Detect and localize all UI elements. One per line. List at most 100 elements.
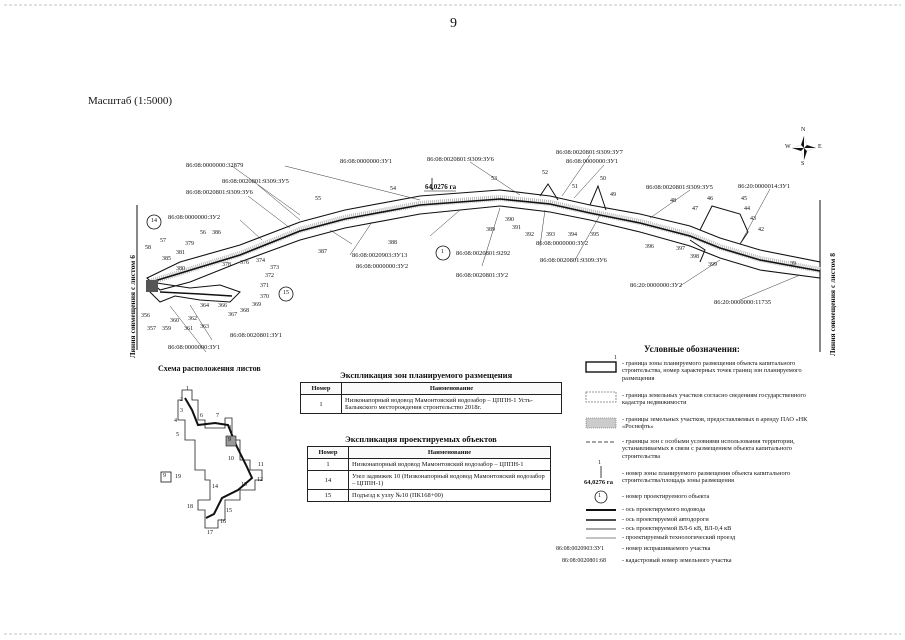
zone-notch-c (699, 205, 749, 245)
parcel-label: 86:08:0020801:9309:ЗУ6 (427, 156, 494, 163)
sheet-join-left: Линия совмещения с листом 6 (128, 255, 137, 358)
point-number: 360 (170, 318, 179, 324)
sheet-number: 2 (180, 397, 183, 403)
parcel-label: 86:08:0020801:ЗУ1 (230, 332, 283, 339)
point-number: 42 (758, 227, 764, 233)
sheet-number: 14 (212, 484, 218, 490)
parcel-label: 86:08:0020801:ЗУ2 (456, 272, 509, 279)
legend-item: - проектируемый технологический проезд (622, 534, 736, 541)
object-marker-15: 15 (283, 290, 289, 296)
cell: 15 (307, 489, 349, 502)
compass-w: W (785, 144, 791, 150)
cell: Низконапорный водовод Мамонтовский водоз… (341, 394, 562, 414)
parcel-label: 86:08:0000000:ЗУ2 (168, 214, 221, 221)
leader-lines (169, 154, 801, 353)
point-number: 361 (184, 326, 193, 332)
col-header: Наименование (348, 446, 551, 459)
point-number: 388 (388, 240, 397, 246)
parcel-label: 86:08:0020801:9309:ЗУ6 (186, 189, 253, 196)
legend-symbols (585, 361, 617, 539)
object-marker-14: 14 (151, 218, 157, 224)
current-sheet-marker: 9 (163, 473, 166, 479)
legend-item: - ось проектируемой автодороги (622, 516, 709, 523)
parcel-label: 86:08:0000000:ЗУ2 (356, 263, 409, 270)
point-number: 43 (750, 216, 756, 222)
sheet-number: 3 (180, 408, 183, 414)
sheet-number: 16 (220, 519, 226, 525)
legend-item: - номер зоны планируемого размещения объ… (622, 470, 791, 485)
legend-item: - граница зоны планируемого размещения о… (622, 360, 802, 382)
point-number: 366 (218, 303, 227, 309)
parcel-label: 86:08:0000000:32879 (186, 162, 244, 169)
legend-sym-number: 1 (614, 355, 617, 361)
point-number: 367 (228, 312, 237, 318)
sheet-number: 5 (176, 432, 179, 438)
cell: Узел задвижек 10 (Низконапорный водовод … (348, 470, 551, 490)
point-number: 58 (145, 245, 151, 251)
point-number: 44 (744, 206, 750, 212)
sheet-number: 17 (207, 530, 213, 536)
parcel-label: 86:08:0020801:9309:ЗУ5 (646, 184, 713, 191)
sheet-scheme (177, 389, 263, 529)
point-number: 368 (240, 308, 249, 314)
point-number: 48 (670, 198, 676, 204)
zone-notch-d (689, 239, 706, 263)
sheet-number: 6 (200, 413, 203, 419)
pipeline-axis (147, 198, 821, 284)
zone-area-label: 64,0276 га (425, 183, 457, 191)
cell: 14 (307, 470, 349, 490)
table-row: 1 Низконапорный водовод Мамонтовский вод… (307, 458, 551, 471)
scheme-title: Схема расположения листов (158, 364, 261, 373)
zones-table: Номер Наименование 1 Низконапорный водов… (300, 382, 562, 414)
col-header: Номер (307, 446, 349, 459)
point-number: 387 (318, 249, 327, 255)
point-number: 356 (141, 313, 150, 319)
cell: Подъезд к узлу №10 (ПК168+00) (348, 489, 551, 502)
parcel-label: 86:08:0000000:ЗУ1 (168, 344, 221, 351)
point-number: 370 (260, 294, 269, 300)
legend-item: - границы зон с особыми условиями исполь… (622, 438, 795, 460)
point-number: 362 (188, 316, 197, 322)
legend-title: Условные обозначения: (644, 344, 740, 354)
table-row: 15 Подъезд к узлу №10 (ПК168+00) (307, 489, 551, 502)
legend-sym-area: 64,0276 га (584, 479, 613, 486)
sheet-number: 19 (175, 474, 181, 480)
point-number: 378 (222, 262, 231, 268)
compass-s: S (801, 161, 805, 167)
sheet-number: 13 (241, 482, 247, 488)
sheet-number: 12 (257, 477, 263, 483)
sheet-number: 10 (228, 456, 234, 462)
legend-item: - граница земельных участков согласно св… (622, 392, 806, 407)
parcel-label: 86:08:0020903:ЗУ13 (352, 252, 408, 259)
parcel-label: 86:20:0000000:ЗУ2 (630, 282, 683, 289)
legend-item: - границы земельных участков, предоставл… (622, 416, 808, 431)
point-number: 385 (162, 256, 171, 262)
col-header: Наименование (341, 382, 562, 395)
sheet-number: 18 (187, 504, 193, 510)
node-loop (149, 281, 241, 303)
scale-label: Масштаб (1:5000) (88, 95, 173, 107)
parcel-label: 86:08:0000000:ЗУ2 (536, 240, 589, 247)
point-number: 364 (200, 303, 209, 309)
parcel-label: 86:08:0020801:9292 (456, 250, 511, 257)
point-number: 393 (546, 232, 555, 238)
point-number: 379 (185, 241, 194, 247)
objects-table: Номер Наименование 1 Низконапорный водов… (307, 446, 551, 502)
cell: Низконапорный водовод Мамонтовский водоз… (348, 458, 551, 471)
table-row: 14 Узел задвижек 10 (Низконапорный водов… (307, 470, 551, 490)
point-number: 55 (315, 196, 321, 202)
legend-sym-req: 86:08:0020903:ЗУ1 (556, 546, 605, 552)
parcel-label: 86:20:0000014:ЗУ1 (738, 183, 791, 190)
parcel-band (149, 194, 821, 285)
point-number: 46 (707, 196, 713, 202)
point-number: 374 (256, 258, 265, 264)
zone-boundary (146, 189, 821, 291)
point-number: 397 (676, 246, 685, 252)
sheet-number: 4 (174, 418, 177, 424)
legend-sym-zone-num: 1 (598, 460, 601, 466)
legend-item: - кадастровый номер земельного участка (622, 557, 732, 564)
point-number: 357 (147, 326, 156, 332)
zone-notch-b (589, 184, 607, 211)
access-road (159, 291, 233, 297)
